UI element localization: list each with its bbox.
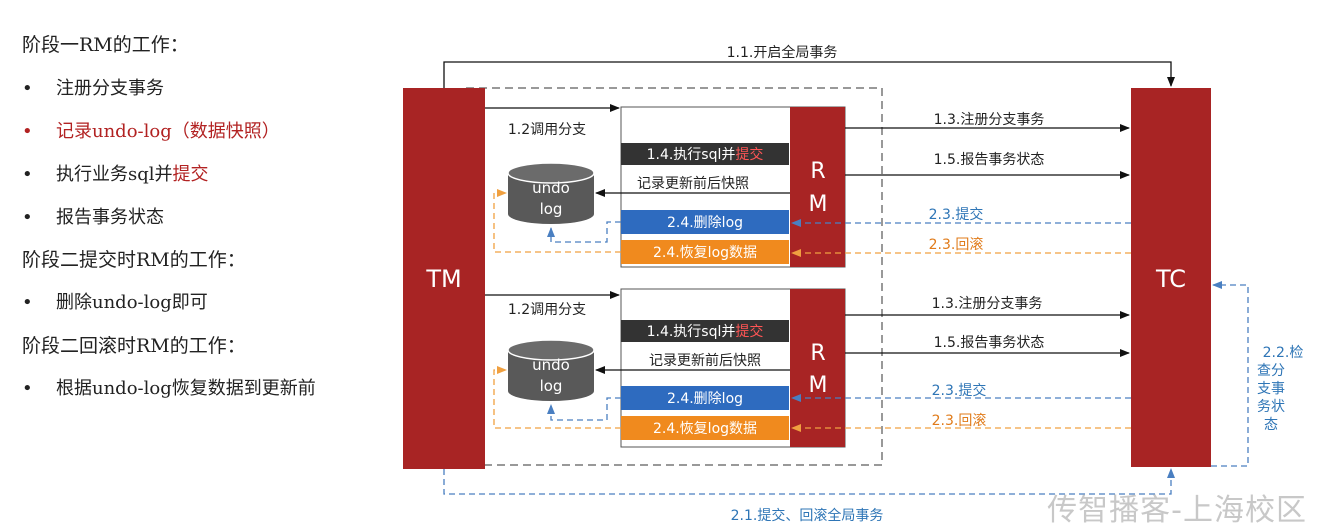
restore-log-label: 2.4.恢复log数据 — [653, 244, 757, 261]
bullet-icon: • — [22, 378, 33, 399]
commit-label: 2.3.提交 — [932, 382, 987, 399]
svg-text:支事: 支事 — [1257, 381, 1285, 397]
undo-log-label: undo — [532, 356, 570, 374]
bullet-icon: • — [22, 292, 33, 313]
restore-log-arrow — [493, 366, 621, 429]
rm-label: R — [810, 341, 825, 366]
restore-log-box — [621, 416, 789, 440]
commit-label: 2.3.提交 — [929, 206, 984, 223]
svg-text:2.2.检: 2.2.检 — [1263, 345, 1304, 361]
rm-label: M — [809, 192, 828, 217]
start-global-arrow — [443, 61, 1175, 88]
report-status-label: 1.5.报告事务状态 — [934, 152, 1045, 168]
rollback-label: 2.3.回滚 — [932, 412, 987, 429]
rm-box — [790, 107, 845, 267]
rm-label: M — [809, 373, 828, 398]
undo-log-label: log — [540, 377, 563, 395]
phase1-title: 阶段一RM的工作： — [22, 34, 189, 56]
delete-log-label: 2.4.删除log — [667, 391, 743, 407]
undo-log-label: undo — [532, 179, 570, 197]
left-panel: 阶段一RM的工作： •注册分支事务 •记录undo-log（数据快照） •执行业… — [0, 0, 400, 531]
phase1-item: •报告事务状态 — [22, 207, 164, 228]
exec-sql-label: 1.4.执行sql并提交 — [647, 146, 764, 163]
phase2-rollback-item: •根据undo-log恢复数据到更新前 — [22, 378, 316, 399]
bullet-icon: • — [22, 164, 33, 185]
watermark: 传智播客-上海校区 — [1047, 493, 1307, 528]
undo-log-db-icon — [507, 339, 595, 401]
restore-log-label: 2.4.恢复log数据 — [653, 420, 757, 437]
rm-label: R — [810, 159, 825, 184]
restore-log-arrow — [493, 189, 621, 253]
phase2-commit-item: •删除undo-log即可 — [22, 292, 208, 313]
phase2-rollback-title: 阶段二回滚时RM的工作： — [22, 335, 246, 357]
svg-text:务状: 务状 — [1257, 399, 1285, 415]
tc-label: TC — [1155, 265, 1186, 293]
bullet-icon: • — [22, 121, 33, 142]
undo-log-db-icon — [507, 162, 595, 224]
rm-box — [790, 289, 845, 447]
phase1-item: •记录undo-log（数据快照） — [22, 121, 280, 142]
delete-log-arrow — [547, 397, 621, 421]
register-branch-label: 1.3.注册分支事务 — [934, 112, 1045, 128]
exec-sql-box — [621, 143, 789, 165]
restore-log-box — [621, 240, 789, 264]
phase2-commit-title: 阶段二提交时RM的工作： — [22, 249, 246, 271]
undo-log-label: log — [540, 200, 563, 218]
global-commit-rollback-arrow — [443, 468, 1175, 495]
check-branch-arrow — [1211, 281, 1249, 467]
phase1-item: •执行业务sql并提交 — [22, 164, 209, 185]
tm-box — [403, 88, 485, 469]
tc-box — [1131, 88, 1211, 467]
delete-log-box — [621, 210, 789, 234]
check-branch-label: 2.2.检 查分 支事 务状 态 — [1257, 345, 1303, 433]
delete-log-arrow — [547, 221, 621, 243]
tm-label: TM — [425, 265, 461, 293]
delete-log-box — [621, 386, 789, 410]
svg-text:查分: 查分 — [1257, 363, 1285, 379]
report-status-label: 1.5.报告事务状态 — [934, 335, 1045, 351]
bullet-icon: • — [22, 78, 33, 99]
record-snapshot-label: 记录更新前后快照 — [637, 175, 749, 192]
delete-log-label: 2.4.删除log — [667, 215, 743, 231]
start-global-label: 1.1.开启全局事务 — [727, 44, 838, 61]
exec-sql-label: 1.4.执行sql并提交 — [647, 323, 764, 340]
bullet-icon: • — [22, 207, 33, 228]
call-branch-label: 1.2调用分支 — [508, 122, 586, 138]
phase1-item: •注册分支事务 — [22, 78, 164, 99]
rollback-label: 2.3.回滚 — [929, 236, 984, 253]
exec-sql-box — [621, 320, 789, 342]
call-branch-label: 1.2调用分支 — [508, 302, 586, 318]
global-commit-rollback-label: 2.1.提交、回滚全局事务 — [731, 507, 884, 524]
register-branch-label: 1.3.注册分支事务 — [932, 296, 1043, 312]
record-snapshot-label: 记录更新前后快照 — [649, 352, 761, 369]
svg-text:态: 态 — [1264, 417, 1278, 433]
